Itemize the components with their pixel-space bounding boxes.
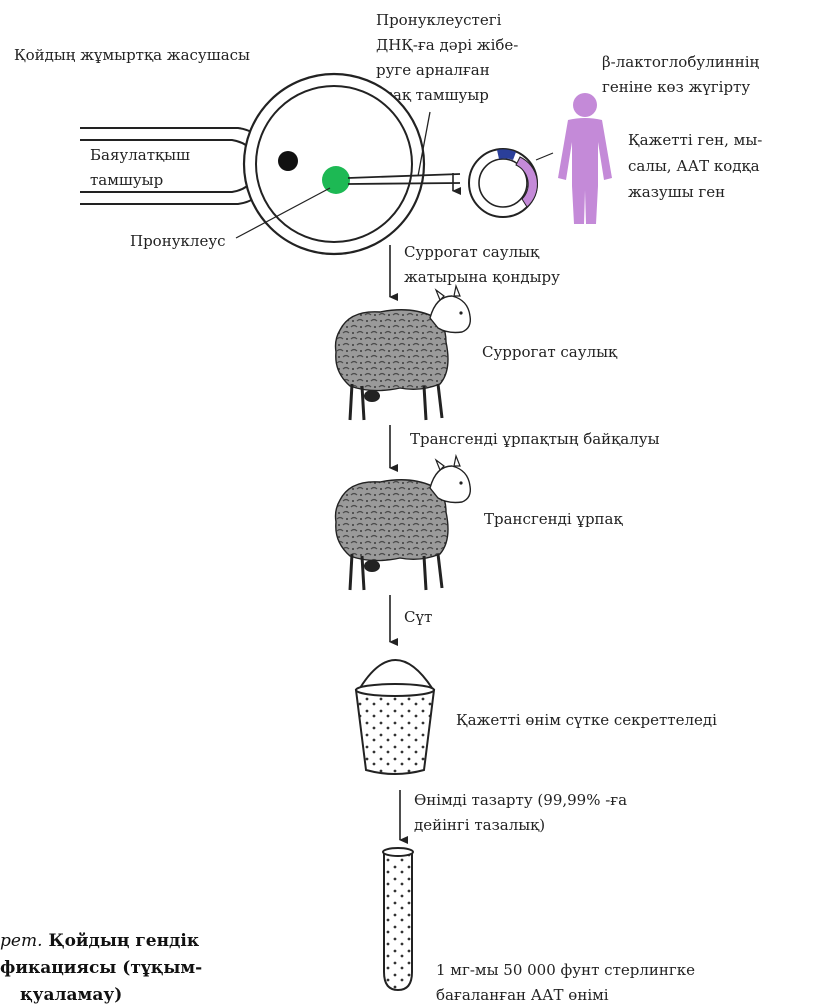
surrogate-label: Суррогат саулық — [482, 343, 618, 361]
milk-bucket-icon — [356, 660, 434, 774]
product-label: 1 мг-мы 50 000 фунт стерлингке бағаланға… — [436, 961, 695, 1004]
nucleus — [278, 151, 298, 171]
transgenic-label: Трансгенді ұрпақ — [484, 510, 623, 528]
holding-pipette-label-line: Баяулатқыш — [90, 146, 190, 164]
step-observe-label: Трансгенді ұрпақтың байқалуы — [410, 430, 660, 448]
beta-lactoglobulin-label-line: геніне көз жүгірту — [602, 78, 750, 96]
figure-caption: рет. Қойдың гендік фикациясы (тұқым- қуал… — [0, 931, 202, 1004]
step-implant-label-line: жатырына қондыру — [404, 268, 560, 286]
gene-label-line: салы, ААТ кодқа — [628, 157, 760, 175]
caption-bold: Қойдың гендік — [48, 931, 199, 951]
plasmid — [453, 149, 553, 217]
gene-label: Қажетті ген, мы- салы, ААТ кодқа жазушы … — [628, 131, 762, 201]
step-implant-label: Суррогат саулық жатырына қондыру — [404, 243, 560, 286]
gene-label-line: Қажетті ген, мы- — [628, 131, 762, 149]
beta-lactoglobulin-label-line: β-лактоглобулиннің — [602, 53, 760, 71]
secreted-label: Қажетті өнім сүтке секреттеледі — [456, 711, 717, 729]
micropipette-label: Пронуклеустегі ДНҚ-ға дәрі жібе- руге ар… — [375, 11, 518, 104]
step-milk-label: Сүт — [404, 608, 432, 626]
micropipette-label-line: руге арналған — [376, 61, 490, 79]
step-implant-label-line: Суррогат саулық — [404, 243, 540, 261]
surrogate-sheep-icon — [336, 286, 471, 420]
micropipette-label-line: ДНҚ-ға дәрі жібе- — [376, 36, 518, 54]
step-purify-label-line: Өнімді тазарту (99,99% -ға — [414, 791, 627, 809]
caption-line: рет. Қойдың гендік — [0, 931, 200, 951]
holding-pipette-label: Баяулатқыш тамшуыр — [90, 146, 190, 189]
step-purify-label-line: дейінгі тазалық) — [414, 816, 545, 834]
test-tube-icon — [383, 848, 413, 990]
product-label-line: бағаланған ААТ өнімі — [436, 986, 609, 1004]
transgenic-sheep-icon — [336, 456, 471, 590]
beta-lactoglobulin-label: β-лактоглобулиннің геніне көз жүгірту — [602, 53, 760, 96]
caption-line: қуаламау) — [20, 985, 122, 1004]
pronucleus-label: Пронуклеус — [130, 232, 226, 250]
human-icon — [558, 93, 612, 224]
micropipette-label-line: Пронуклеустегі — [376, 11, 502, 29]
gene-label-line: жазушы ген — [628, 183, 725, 201]
caption-italic: рет. — [0, 931, 42, 951]
holding-pipette-label-line: тамшуыр — [90, 171, 163, 189]
egg-cell-label: Қойдың жұмыртқа жасушасы — [14, 46, 250, 64]
step-purify-label: Өнімді тазарту (99,99% -ға дейінгі тазал… — [414, 791, 627, 834]
product-label-line: 1 мг-мы 50 000 фунт стерлингке — [436, 961, 695, 979]
caption-line: фикациясы (тұқым- — [0, 958, 202, 978]
